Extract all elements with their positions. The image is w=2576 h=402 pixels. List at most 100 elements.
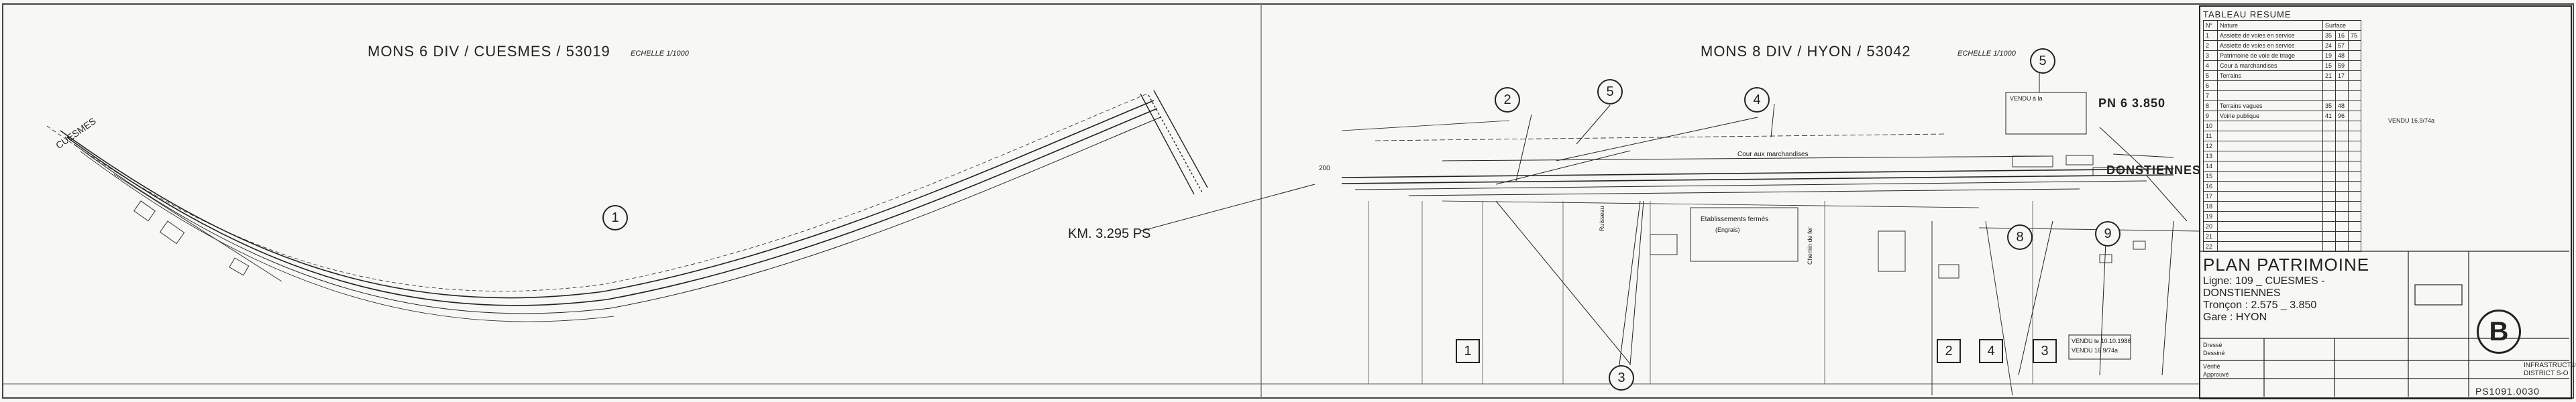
table-cell-nature: Assiette de voies en service [2217,40,2323,51]
table-row: 10 [2203,121,2361,131]
parcel-square-3: 3 [2033,339,2057,363]
table-cell-a [2322,201,2336,212]
table-row: 11 [2203,131,2361,141]
table-cell-c [2348,131,2361,141]
pn-label: PN 6 3.850 [2098,96,2166,110]
table-cell-a: 35 [2322,30,2336,41]
table-cell-nature [2217,221,2323,232]
table-cell-n: 4 [2203,60,2218,71]
plan-reference: PS1091.0030 [2475,386,2540,397]
table-cell-c [2348,241,2361,252]
table-cell-c [2348,121,2361,131]
sheet-right-scale: ECHELLE 1/1000 [1957,50,2016,58]
table-cell-b [2335,191,2349,202]
dresse-label: Dressé [2203,342,2222,348]
table-cell-b: 59 [2335,60,2349,71]
table-cell-a [2322,181,2336,192]
table-row: 17 [2203,191,2361,202]
table-cell-b [2335,171,2349,182]
table-cell-n: 21 [2203,231,2218,242]
cour-marchandises: Cour aux marchandises [1737,151,1809,158]
cuesmes-tracks [46,93,1161,322]
table-cell-c [2348,201,2361,212]
legend-panel [2199,5,2572,399]
table-cell-nature: Patrimoine de voie de triage [2217,50,2323,61]
table-cell-nature [2217,161,2323,172]
vendu-a: VENDU à la [2010,95,2043,102]
table-cell-nature [2217,131,2323,141]
table-row: 14 [2203,161,2361,172]
donstiennes-label: DONSTIENNES [2106,163,2202,177]
plan-info: PLAN PATRIMOINE Ligne: 109 _ CUESMES - D… [2203,255,2404,335]
table-cell-nature [2217,151,2323,161]
table-cell-b [2335,211,2349,222]
table-cell-nature [2217,241,2323,252]
table-cell-n: 14 [2203,161,2218,172]
table-cell-n: 16 [2203,181,2218,192]
callout-3: 3 [1609,365,1634,391]
table-cell-a: 41 [2322,111,2336,121]
table-row: 18 [2203,201,2361,212]
table-cell-b [2335,151,2349,161]
table-cell-nature [2217,231,2323,242]
table-cell-c [2348,141,2361,151]
table-cell-n: 18 [2203,201,2218,212]
table-cell-n: 15 [2203,171,2218,182]
table-cell-nature [2217,211,2323,222]
parcel-square-1: 1 [1456,339,1480,363]
table-cell-a: 21 [2322,70,2336,81]
table-cell-nature: Assiette de voies en service [2217,30,2323,41]
table-cell-c [2348,80,2361,91]
table-cell-b [2335,121,2349,131]
table-cell-b [2335,161,2349,172]
parcel-square-4: 4 [1979,339,2003,363]
table-cell-n: 10 [2203,121,2218,131]
table-cell-c [2348,111,2361,121]
table-cell-n: 2 [2203,40,2218,51]
table-cell-b [2335,201,2349,212]
leader-lines [1140,64,2174,376]
table-cell-n: 11 [2203,131,2218,141]
ruisseau-label: Ruisseau [1599,206,1605,231]
engrais-label: (Engrais) [1715,226,1740,233]
table-cell-c [2348,100,2361,111]
table-cell-a: 24 [2322,40,2336,51]
table-cell-n: 19 [2203,211,2218,222]
table-cell-b: 16 [2335,30,2349,41]
table-cell-c [2348,60,2361,71]
table-cell-a: 15 [2322,60,2336,71]
sheet-left-scale: ECHELLE 1/1000 [631,50,689,58]
table-cell-c [2348,211,2361,222]
table-cell-a [2322,211,2336,222]
callout-8: 8 [2007,224,2033,250]
plan-troncon: Tronçon : 2.575 _ 3.850 [2203,299,2317,311]
sheet-frame [2,3,2574,399]
tableau-head-nature: Nature [2217,20,2323,31]
table-cell-nature: Terrains vagues [2217,100,2323,111]
cuesmes-buildings [113,174,282,282]
tableau-head-surface: Surface [2322,20,2361,31]
vendu-b: VENDU le 10.10.1986 [2072,338,2131,344]
table-cell-n: 9 [2203,111,2218,121]
table-cell-n: 12 [2203,141,2218,151]
tableau-vendu-note: VENDU 16.9/74a [2388,117,2435,124]
table-cell-b [2335,131,2349,141]
table-cell-b [2335,221,2349,232]
table-cell-a [2322,191,2336,202]
table-cell-b: 57 [2335,40,2349,51]
table-cell-n: 8 [2203,100,2218,111]
callout-4: 4 [1744,87,1770,113]
table-cell-a: 19 [2322,50,2336,61]
table-cell-nature: Cour à marchandises [2217,60,2323,71]
table-cell-c [2348,40,2361,51]
table-cell-c [2348,221,2361,232]
plan-ligne: Ligne: 109 _ CUESMES - DONSTIENNES [2203,275,2325,299]
approuve-label: Approuvé [2203,371,2229,378]
table-cell-nature [2217,191,2323,202]
